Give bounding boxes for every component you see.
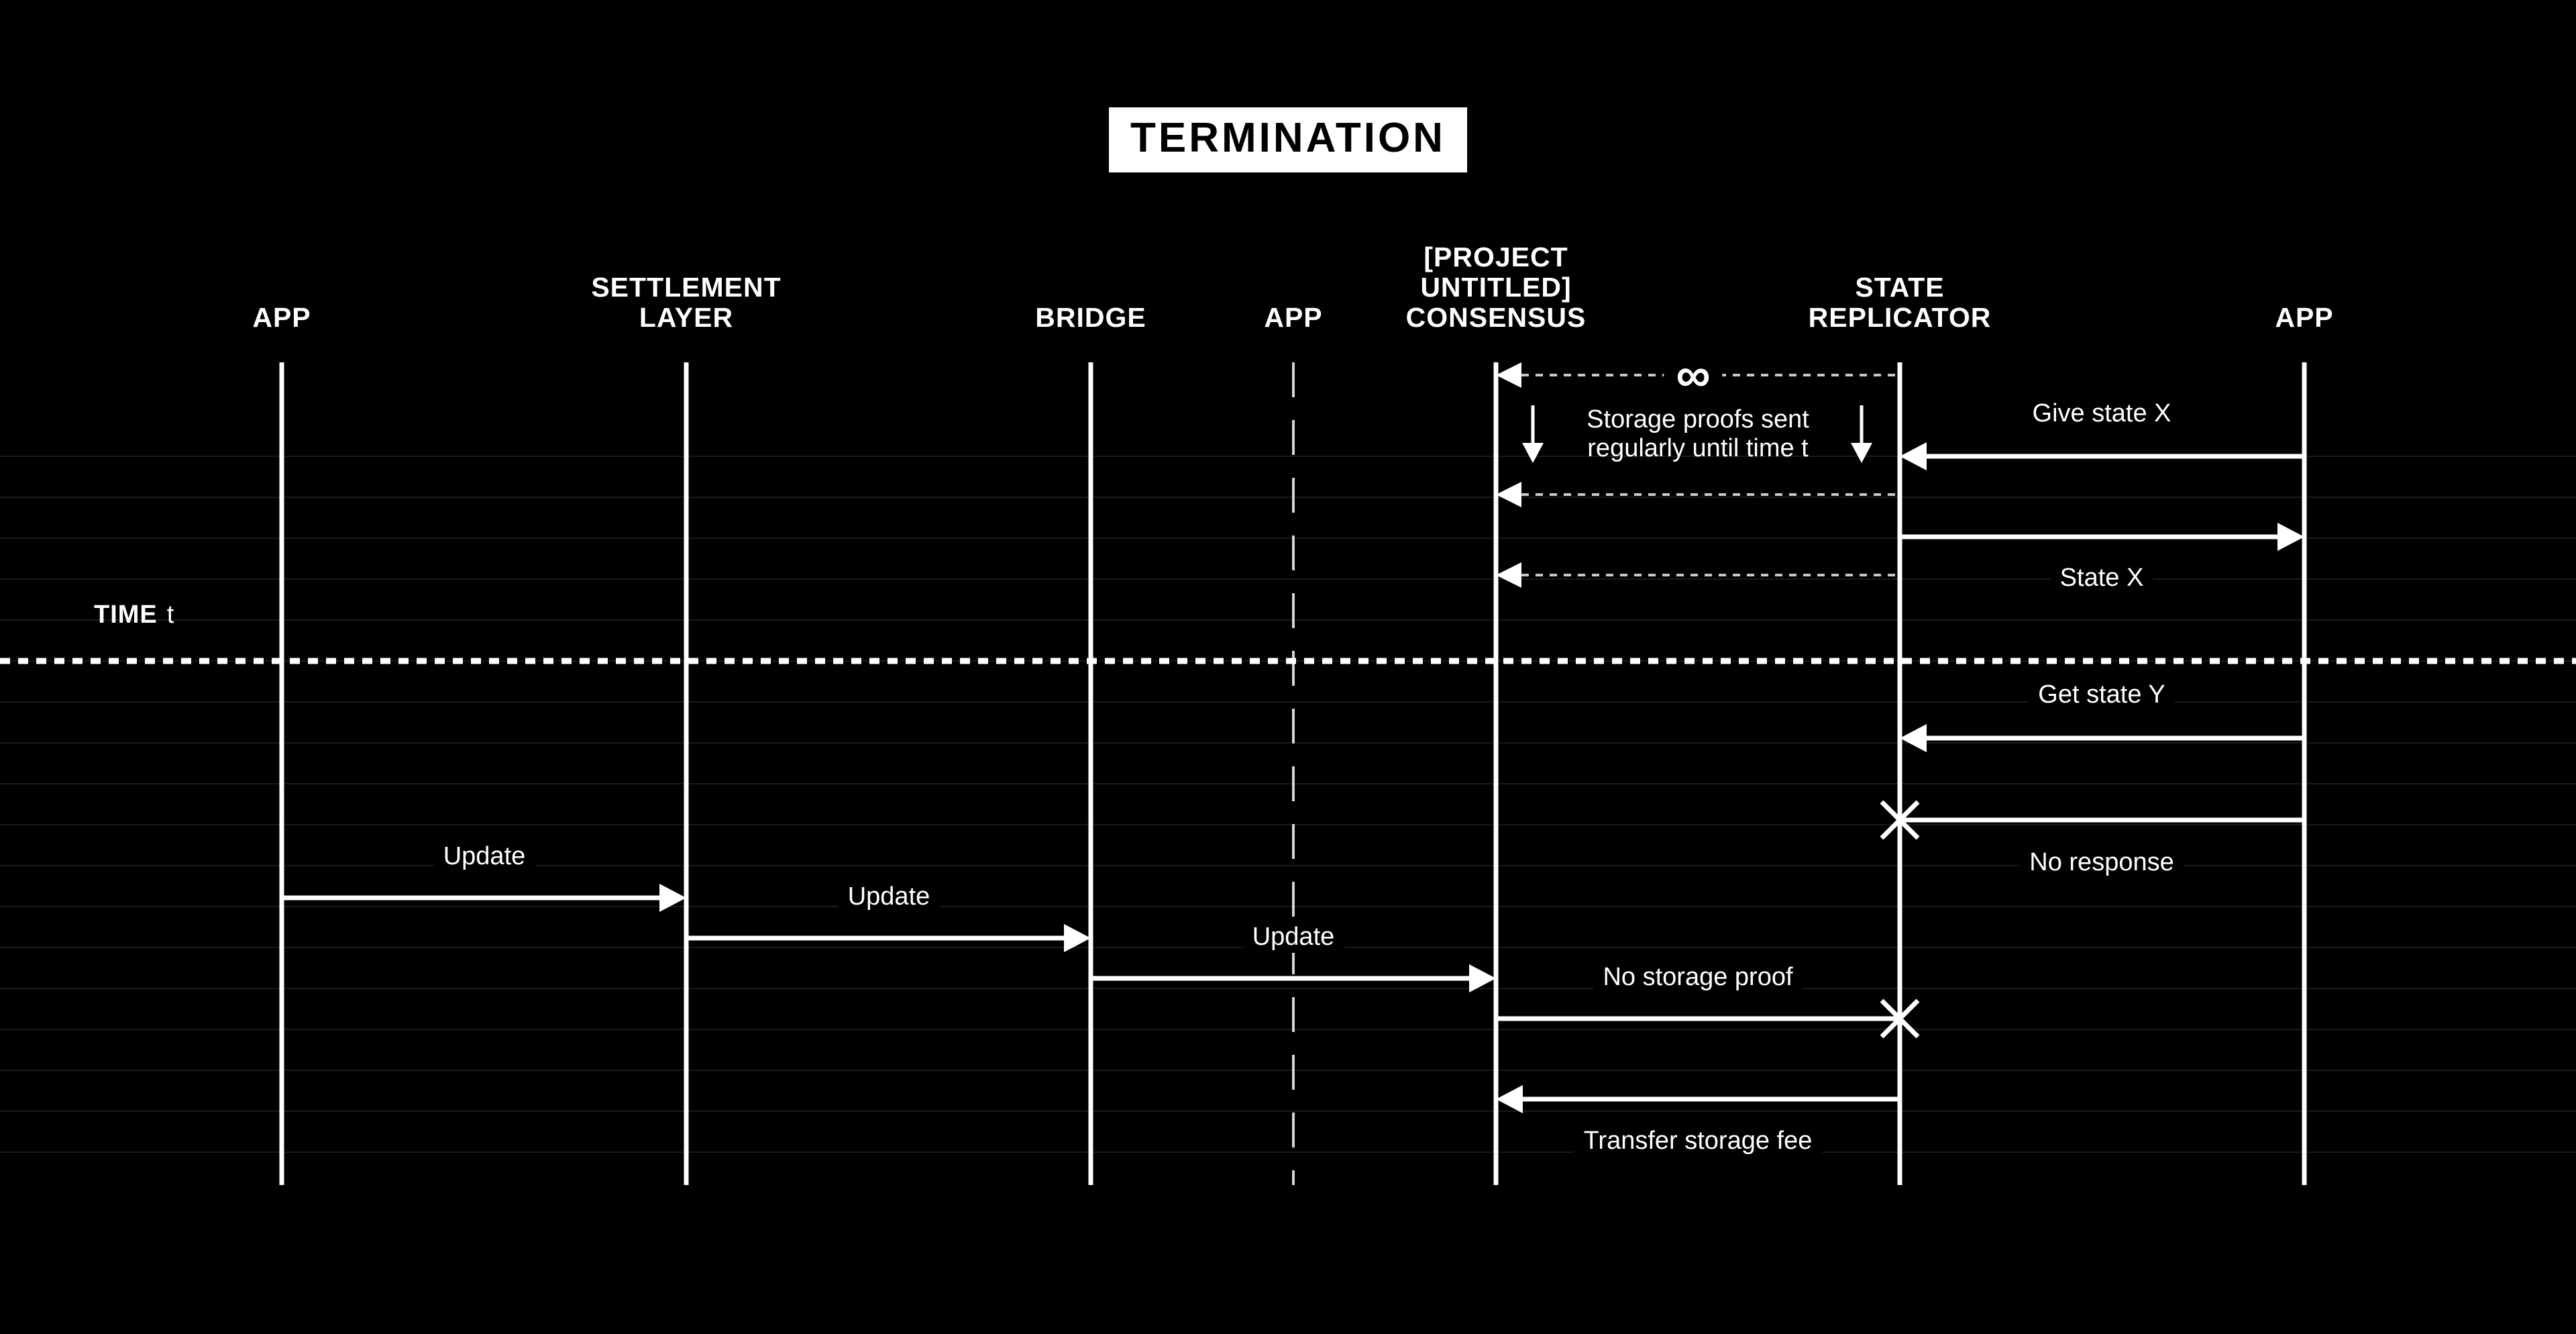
actor-header-bridge: BRIDGE — [1035, 302, 1146, 333]
actor-header-app-left: APP — [252, 302, 311, 333]
repeat-down-arrow-left-icon — [1522, 405, 1544, 463]
label-state-x: State X — [2050, 562, 2153, 594]
loop-annotation-label: Storage proofs sent regularly until time… — [1587, 405, 1809, 462]
label-get-state-y: Get state Y — [2029, 678, 2175, 711]
line-no-storage-proof — [1496, 998, 1920, 1039]
label-give-state-x: Give state X — [2023, 397, 2181, 429]
arrow-update-2 — [686, 924, 1091, 952]
arrow-get-state-y — [1900, 724, 2304, 752]
actor-header-consensus: [PROJECT UNTITLED] CONSENSUS — [1405, 242, 1587, 333]
time-marker: TIME t — [94, 599, 174, 630]
line-no-response — [1880, 800, 2304, 840]
arrow-update-3 — [1091, 964, 1496, 992]
arrow-update-1 — [282, 884, 686, 912]
diagram-title: TERMINATION — [1109, 107, 1467, 172]
arrow-state-x — [1900, 523, 2304, 551]
actor-header-app-right: APP — [2275, 302, 2334, 333]
actor-header-app-middle: APP — [1264, 302, 1323, 333]
label-update-2: Update — [838, 880, 940, 913]
dashed-arrow-storage-proof-3 — [1496, 562, 1900, 588]
label-update-3: Update — [1242, 921, 1344, 953]
label-no-response: No response — [2020, 846, 2184, 878]
repeat-down-arrow-right-icon — [1851, 405, 1872, 463]
label-transfer-storage-fee: Transfer storage fee — [1574, 1125, 1822, 1157]
actor-header-settlement-layer: SETTLEMENT LAYER — [591, 272, 782, 333]
label-no-storage-proof: No storage proof — [1593, 961, 1803, 993]
actor-header-state-replicator: STATE REPLICATOR — [1808, 272, 1992, 333]
time-marker-variable: t — [166, 601, 174, 629]
label-update-1: Update — [433, 840, 535, 872]
dashed-arrow-storage-proof-2 — [1496, 482, 1900, 507]
arrow-transfer-storage-fee — [1496, 1085, 1900, 1113]
time-marker-word: TIME — [94, 601, 158, 629]
arrow-give-state-x — [1900, 442, 2304, 470]
infinity-icon: ∞ — [1664, 351, 1723, 399]
